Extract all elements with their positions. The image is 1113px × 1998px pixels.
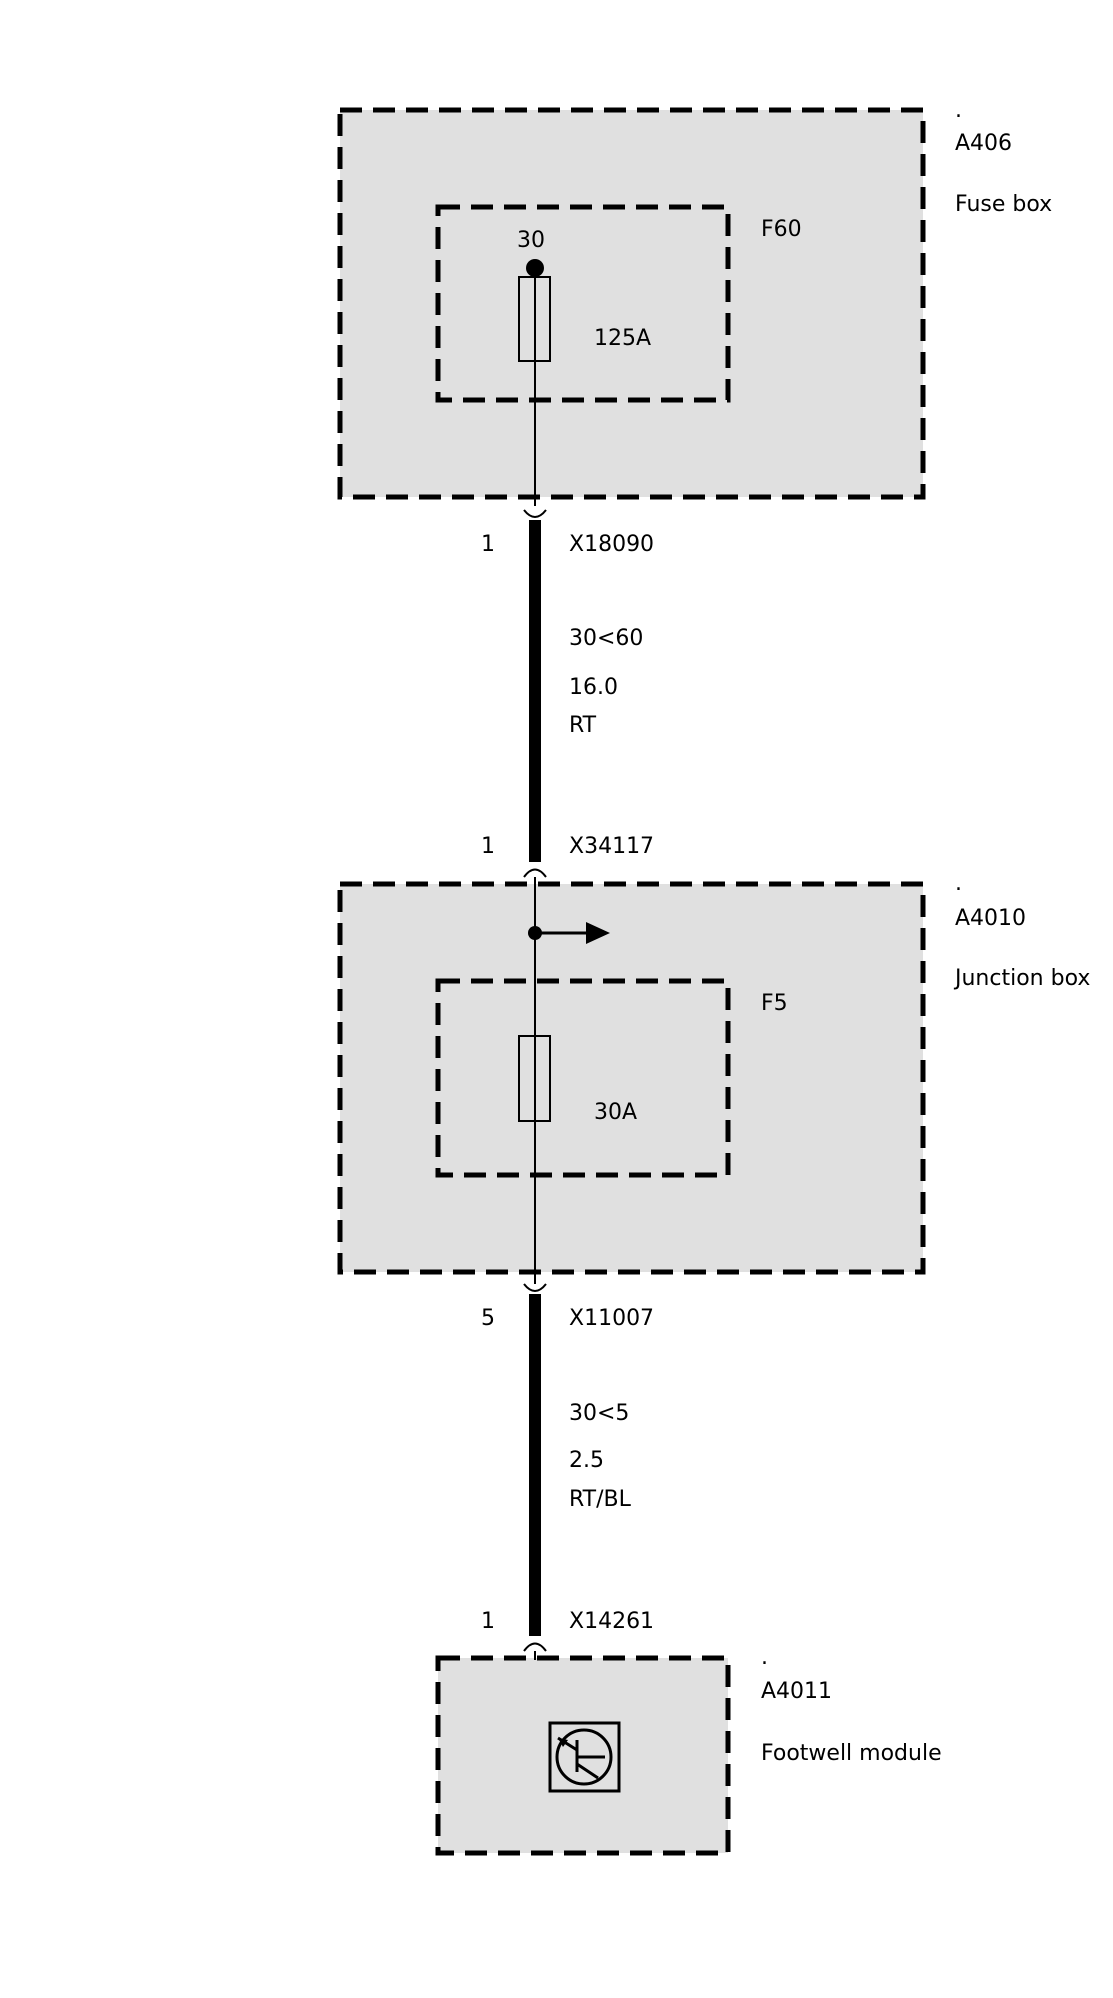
connector-hook (523, 1642, 547, 1652)
wire-color: RT (569, 713, 597, 738)
connector-pin: 5 (481, 1306, 495, 1331)
transistor-icon (548, 1721, 621, 1793)
connector-id: X18090 (569, 532, 654, 557)
component-dot: . (955, 871, 962, 896)
component-a4010: . A4010 Junction box F5 30A (337, 871, 1090, 1284)
component-dot: . (955, 98, 962, 123)
connector-hook (523, 509, 547, 518)
fuse-box-outline (337, 107, 926, 500)
wire-gauge: 2.5 (569, 1448, 604, 1473)
component-id: A4010 (955, 906, 1026, 931)
fuse-f60-outline (435, 204, 731, 403)
fuse-rating: 125A (594, 326, 651, 351)
terminal-label: 30 (517, 228, 545, 253)
wire-signal: 30<5 (569, 1401, 629, 1426)
connector-pin: 1 (481, 1609, 495, 1634)
wire-x11007-x14261: 5 X11007 30<5 2.5 RT/BL 1 X14261 (481, 1283, 654, 1652)
connector-hook (523, 868, 547, 878)
connector-id: X14261 (569, 1609, 654, 1634)
wire-color: RT/BL (569, 1487, 632, 1512)
wire-signal: 30<60 (569, 626, 643, 651)
component-id: A406 (955, 131, 1012, 156)
fuse-f5-outline (435, 978, 731, 1178)
fuse-id: F5 (761, 991, 788, 1016)
fuse-id: F60 (761, 217, 802, 242)
component-dot: . (761, 1645, 768, 1670)
component-name: Footwell module (761, 1741, 942, 1766)
connector-id: X11007 (569, 1306, 654, 1331)
connector-id: X34117 (569, 834, 654, 859)
component-name: Fuse box (955, 192, 1052, 217)
component-name: Junction box (953, 966, 1090, 991)
connector-hook (523, 1283, 547, 1292)
component-id: A4011 (761, 1679, 832, 1704)
fuse-rating: 30A (594, 1100, 637, 1125)
branch-arrow-icon (528, 922, 610, 944)
fuse-symbol (518, 1035, 551, 1122)
component-a4011: . A4011 Footwell module (435, 1645, 942, 1856)
wire-x18090-x34117: 1 X18090 30<60 16.0 RT 1 X34117 (481, 509, 654, 878)
connector-pin: 1 (481, 834, 495, 859)
junction-box-outline (337, 881, 926, 1275)
component-a406: . A406 Fuse box F60 30 125A (337, 98, 1052, 500)
wire-gauge: 16.0 (569, 675, 618, 700)
connector-pin: 1 (481, 532, 495, 557)
